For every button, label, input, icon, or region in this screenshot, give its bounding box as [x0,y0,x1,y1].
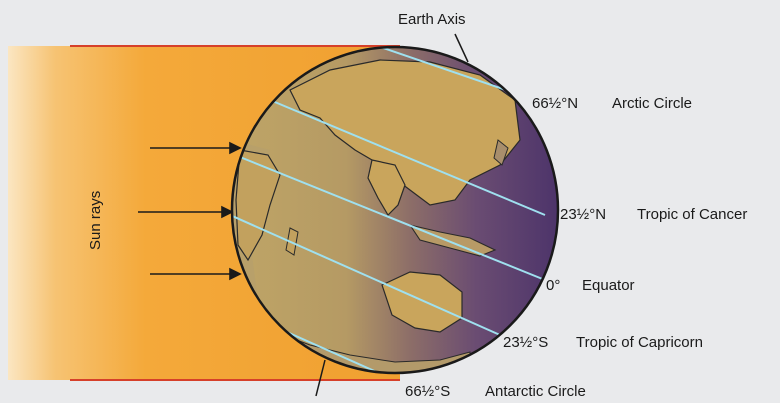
ray-arrow-2-head [221,205,234,219]
earth-axis-bottom [315,359,326,397]
earth-axis-top [454,33,469,63]
cancer-value: 23½°N [560,206,606,223]
line-tropic-of-capricorn [232,214,501,336]
equator-name: Equator [582,277,635,294]
capricorn-value: 23½°S [503,334,548,351]
globe [230,45,560,375]
arctic-value: 66½°N [532,95,578,112]
capricorn-name: Tropic of Capricorn [576,334,703,351]
arctic-name: Arctic Circle [612,95,692,112]
latitude-labels: 66½°N Arctic Circle 23½°N Tropic of Canc… [405,95,747,400]
landmass-eurasia [289,59,521,206]
antarctic-value: 66½°S [405,383,450,400]
line-tropic-of-cancer [269,99,546,216]
line-equator [234,154,546,281]
landmass-india [367,159,406,216]
equator-value: 0° [546,277,560,294]
cancer-name: Tropic of Cancer [637,206,747,223]
landmass-indonesia [408,224,497,257]
landmass-africa [235,149,281,262]
sun-ray-arrows [138,141,242,281]
sun-rays-label: Sun rays [87,191,104,250]
globe-outline [230,45,560,375]
antarctic-name: Antarctic Circle [485,383,586,400]
ray-arrow-3-head [229,267,242,281]
earth-axis-label: Earth Axis [398,11,466,28]
ray-arrow-1-head [229,141,242,155]
landmass-japan [493,139,509,166]
